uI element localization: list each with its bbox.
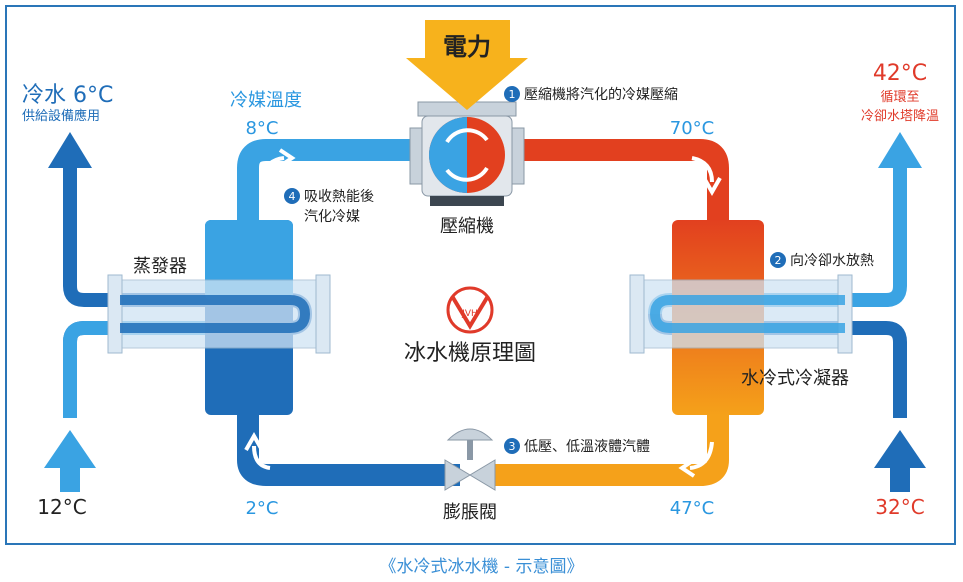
cooling-water-in-temp: 32°C	[875, 495, 924, 519]
step-3-text: 低壓、低溫液體汽體	[524, 439, 650, 455]
logo-text: JVH	[461, 309, 478, 319]
chilled-water-out-title: 冷水 6°C	[22, 83, 113, 108]
step-4-number: 4	[289, 190, 296, 203]
step-3: 3 低壓、低溫液體汽體	[504, 438, 650, 455]
jvh-logo: JVH	[446, 286, 494, 334]
evaporator-label: 蒸發器	[133, 256, 187, 277]
chilled-water-in-temp: 12°C	[37, 495, 86, 519]
chiller-diagram: JVH 電力 壓縮機 蒸發器 水冷式冷凝器 膨脹閥 冰水機原理圖 1 壓縮機將汽…	[22, 20, 939, 523]
flow-arrow-bottom-left-head	[244, 431, 264, 451]
diagram-caption: 《水冷式冰水機 - 示意圖》	[379, 557, 584, 577]
compressor-label: 壓縮機	[440, 216, 494, 237]
cooling-water-in-arrow	[874, 430, 926, 492]
refrigerant-pipe-bottom-left	[237, 410, 460, 486]
chilled-water-in-pipe	[63, 321, 290, 418]
expansion-valve	[444, 428, 496, 491]
refrigerant-title: 冷媒溫度	[230, 90, 302, 111]
step-1-text: 壓縮機將汽化的冷媒壓縮	[524, 87, 678, 103]
step-2: 2 向冷卻水放熱	[770, 252, 874, 269]
condenser-label: 水冷式冷凝器	[741, 368, 849, 389]
flow-arrow-top-left	[260, 156, 285, 179]
cooling-water-out-line2: 冷卻水塔降溫	[861, 109, 939, 124]
refrigerant-pipe-top-left	[237, 139, 430, 232]
power-arrow	[406, 20, 528, 110]
refrigerant-temp-top-right: 70°C	[670, 118, 714, 139]
flow-arrow-top-right	[691, 156, 714, 183]
chilled-water-out-arrow	[48, 132, 92, 168]
cooling-water-out-line1: 循環至	[880, 90, 919, 105]
refrigerant-pipe-top-right	[520, 139, 729, 232]
expansion-valve-label: 膨脹閥	[443, 502, 497, 523]
refrigerant-temp-bottom-left: 2°C	[245, 498, 278, 519]
step-3-number: 3	[509, 440, 516, 453]
step-4-text-line2: 汽化冷媒	[304, 209, 360, 225]
evaporator	[107, 220, 331, 415]
step-4-text-line1: 吸收熱能後	[304, 189, 374, 205]
refrigerant-pipe-bottom-right	[490, 410, 729, 486]
step-1-number: 1	[509, 88, 516, 101]
cooling-water-out-arrow	[878, 132, 922, 168]
flow-arrow-top-right-head	[702, 177, 722, 197]
refrigerant-temp-bottom-right: 47°C	[670, 498, 714, 519]
flow-arrow-bottom-left	[252, 445, 271, 470]
cooling-water-out-temp: 42°C	[873, 61, 927, 86]
chilled-water-in-arrow	[44, 430, 96, 492]
power-label: 電力	[443, 33, 491, 61]
refrigerant-temp-top-left: 8°C	[245, 118, 278, 139]
step-2-number: 2	[775, 254, 782, 267]
condenser	[629, 220, 853, 415]
flow-arrow-bottom-right-head	[678, 458, 696, 478]
step-4: 4 吸收熱能後 汽化冷媒	[284, 188, 374, 225]
step-1: 1 壓縮機將汽化的冷媒壓縮	[504, 86, 678, 103]
center-title: 冰水機原理圖	[404, 341, 536, 366]
flow-arrow-bottom-right	[689, 441, 714, 470]
step-2-text: 向冷卻水放熱	[790, 253, 874, 269]
compressor	[409, 101, 525, 206]
flow-arrow-top-left-head	[278, 148, 296, 168]
chilled-water-out-sub: 供給設備應用	[22, 108, 100, 124]
